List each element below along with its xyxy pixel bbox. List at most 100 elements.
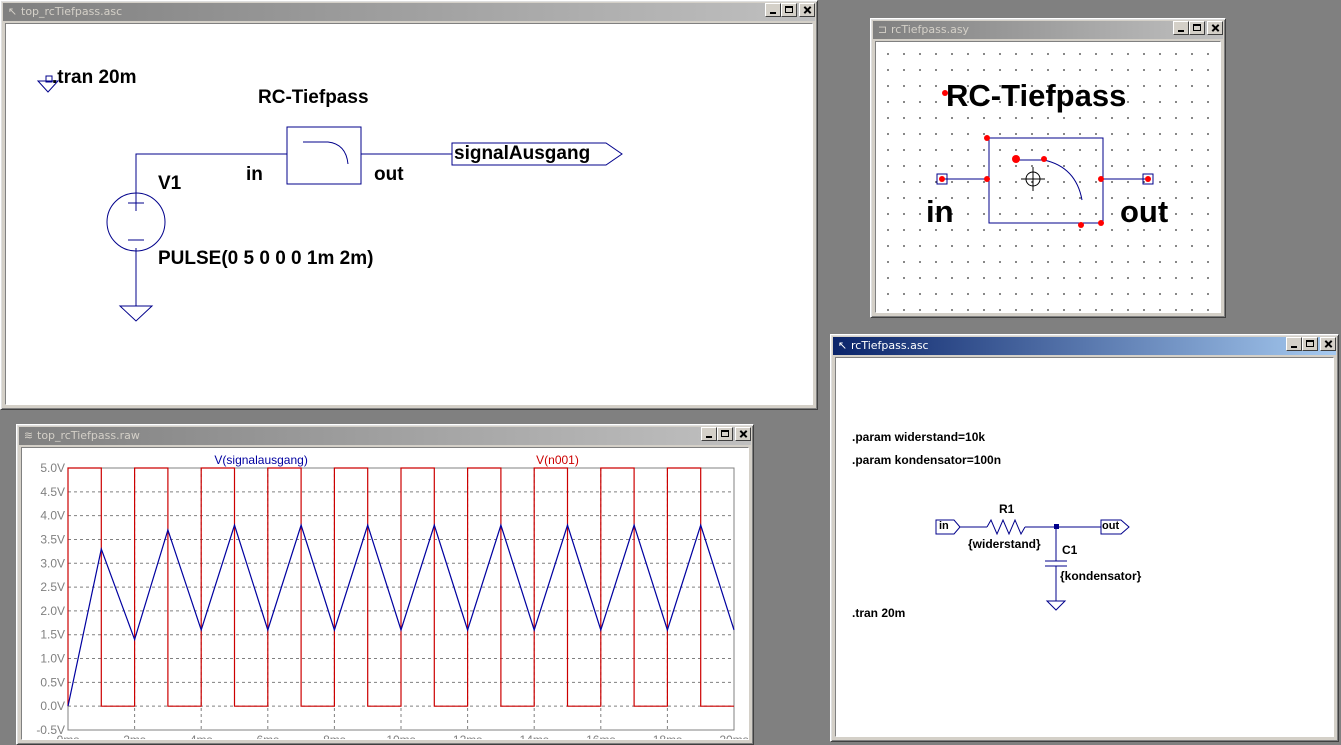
symbol-icon: ⊐ [877,23,888,36]
window-top-schematic[interactable]: ↖ top_rcTiefpass.asc . [0,0,818,410]
x-tick-label: 18ms [653,733,682,740]
port-out-flag[interactable] [1100,519,1130,535]
y-tick-label: 4.0V [40,509,65,523]
pin-in-label: in [246,164,263,185]
close-button[interactable] [799,3,815,17]
voltage-source-icon[interactable] [106,192,166,252]
y-tick-label: 2.5V [40,580,65,594]
minimize-icon [1287,338,1301,350]
pin-in-box[interactable] [936,173,948,185]
rc-block-icon[interactable] [286,126,362,185]
minimize-button[interactable] [765,3,781,17]
maximize-icon [782,4,796,16]
close-button[interactable] [1320,337,1336,351]
port-out-label: out [1102,520,1120,532]
window-symbol-editor[interactable]: ⊐ rcTiefpass.asy [870,18,1226,318]
ground-icon[interactable] [1045,600,1067,611]
maximize-button[interactable] [1302,337,1318,351]
directive-marker-icon [36,80,60,93]
minimize-button[interactable] [701,427,717,441]
ground-icon[interactable] [118,305,154,322]
close-icon [1321,338,1335,350]
close-button[interactable] [735,427,751,441]
block-label[interactable]: RC-Tiefpass [258,87,369,108]
symbol-canvas[interactable]: RC-Tiefpass in out [875,41,1221,313]
symbol-pin-in-label[interactable]: in [926,194,954,229]
symbol-pin-out-label[interactable]: out [1120,194,1169,229]
selection-handles[interactable] [939,90,1151,228]
param-widerstand[interactable]: .param widerstand=10k [852,430,986,444]
wire-in[interactable] [135,153,287,196]
series-line [67,523,735,707]
minimize-button[interactable] [1286,337,1302,351]
sub-schematic-drawing [935,518,1130,611]
net-label-flag[interactable] [451,142,623,166]
capacitor-name[interactable]: C1 [1062,543,1078,557]
capacitor-value[interactable]: {kondensator} [1060,569,1142,583]
schematic-canvas[interactable]: .tran 20m RC-Tiefpass in out V1 PULSE(0 … [5,23,813,405]
sub-schematic-canvas[interactable]: .param widerstand=10k .param kondensator… [835,357,1334,737]
window-title: top_rcTiefpass.asc [21,5,123,18]
y-tick-label: 0.0V [40,699,65,713]
directive-anchor [45,75,53,83]
x-tick-label: 4ms [190,733,213,740]
series-line [67,467,734,707]
legend-entry: V(signalausgang) [214,453,307,467]
maximize-icon [1303,338,1317,350]
net-label-text: signalAusgang [454,143,591,164]
title-bar[interactable]: ↖ rcTiefpass.asc [833,337,1336,355]
source-value[interactable]: PULSE(0 5 0 0 0 1m 2m) [158,248,374,269]
x-tick-label: 10ms [386,733,415,740]
x-tick-label: 0ms [57,733,80,740]
close-icon [1208,22,1222,34]
pin-out-label: out [374,164,404,185]
y-tick-label: 1.5V [40,628,65,642]
param-kondensator[interactable]: .param kondensator=100n [852,453,1002,467]
window-title: rcTiefpass.asy [891,23,970,36]
schematic-drawing [36,75,623,322]
minimize-icon [702,428,716,440]
window-title: rcTiefpass.asc [851,339,929,352]
tran-directive[interactable]: .tran 20m [52,67,137,88]
y-tick-label: 5.0V [40,461,65,475]
window-sub-schematic[interactable]: ↖ rcTiefpass.asc .param widerstand=10k .… [830,334,1339,742]
junction-dot [1054,524,1059,529]
resistor-name[interactable]: R1 [999,502,1015,516]
close-button[interactable] [1207,21,1223,35]
schematic-icon: ↖ [7,5,18,18]
y-tick-label: 3.5V [40,532,65,546]
resistor-value[interactable]: {widerstand} [968,537,1041,551]
port-in-flag[interactable] [935,519,961,535]
window-title: top_rcTiefpass.raw [37,429,140,442]
symbol-body[interactable] [988,137,1104,224]
title-bar[interactable]: ↖ top_rcTiefpass.asc [3,3,815,21]
minimize-icon [1174,22,1188,34]
pin-out-box[interactable] [1142,173,1154,185]
resistor-icon[interactable] [986,518,1026,536]
sub-tran-directive[interactable]: .tran 20m [852,606,906,620]
minimize-button[interactable] [1173,21,1189,35]
schematic-icon: ↖ [837,339,848,352]
y-tick-label: 1.0V [40,652,65,666]
maximize-button[interactable] [781,3,797,17]
y-tick-label: -0.5V [36,723,65,737]
maximize-button[interactable] [717,427,733,441]
symbol-title-text[interactable]: RC-Tiefpass [946,78,1127,113]
x-tick-label: 16ms [586,733,615,740]
y-tick-label: 2.0V [40,604,65,618]
x-tick-label: 14ms [520,733,549,740]
y-tick-label: 4.5V [40,485,65,499]
minimize-icon [766,4,780,16]
y-tick-label: 3.0V [40,556,65,570]
lowpass-curve-icon [303,141,349,165]
title-bar[interactable]: ⊐ rcTiefpass.asy [873,21,1223,39]
maximize-button[interactable] [1189,21,1205,35]
x-tick-label: 6ms [256,733,279,740]
close-icon [736,428,750,440]
maximize-icon [1190,22,1204,34]
source-name[interactable]: V1 [158,173,182,194]
title-bar[interactable]: ≋ top_rcTiefpass.raw [19,427,751,445]
